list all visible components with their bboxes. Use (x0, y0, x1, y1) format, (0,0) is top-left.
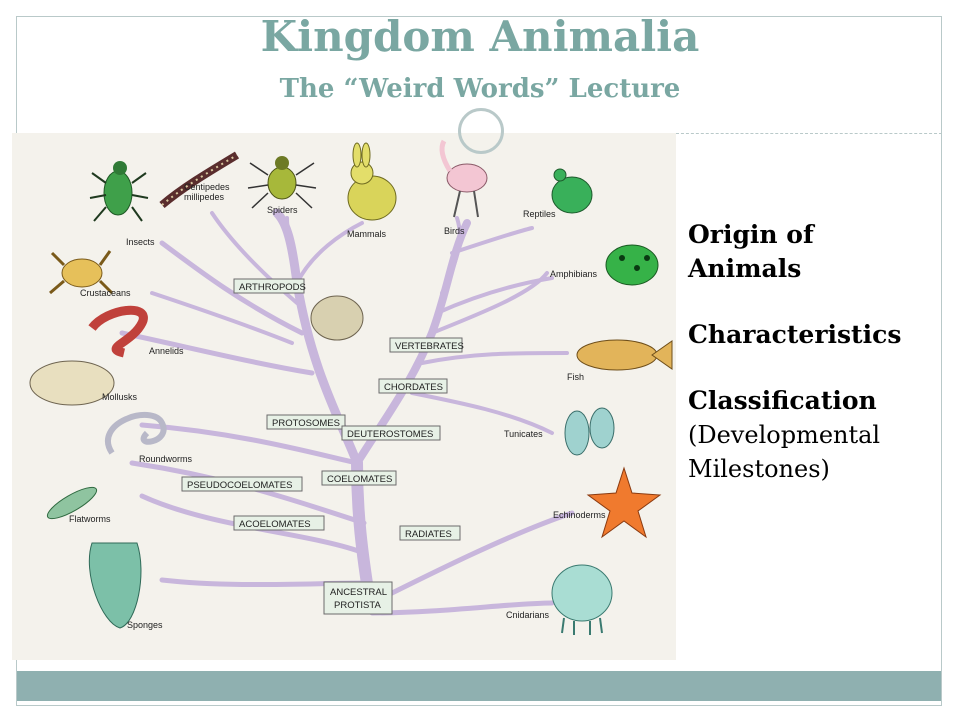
node-acoelomates-label: ACOELOMATES (239, 519, 311, 530)
title-divider (676, 133, 942, 134)
label-cnidarians: Cnidarians (506, 610, 550, 620)
node-vertebrates: VERTEBRATES (389, 337, 464, 353)
label-echinoderms: Echinoderms (553, 510, 606, 520)
starfish-illustration (586, 466, 662, 539)
label-mollusks: Mollusks (102, 392, 138, 402)
label-fish: Fish (567, 372, 584, 382)
centipede-illustration (159, 151, 240, 209)
node-protosomes-label: PROTOSOMES (272, 418, 340, 429)
label-roundworms: Roundworms (139, 454, 193, 464)
node-ancestral-protista: ANCESTRAL PROTISTA (323, 581, 393, 615)
label-birds: Birds (444, 226, 465, 236)
annelid-illustration (88, 305, 148, 358)
crab-illustration (49, 250, 114, 295)
topic-classification-sub2: Milestones) (688, 455, 830, 483)
label-annelids: Annelids (149, 346, 184, 356)
spider-illustration (247, 156, 317, 209)
mollusk-illustration (29, 360, 115, 406)
label-insects: Insects (126, 237, 155, 247)
node-coelomates-label: COELOMATES (327, 474, 392, 485)
topic-characteristics: Characteristics (688, 320, 902, 349)
label-crustaceans: Crustaceans (80, 288, 131, 298)
insect-illustration (89, 161, 149, 222)
slide-subtitle: The “Weird Words” Lecture (279, 74, 681, 104)
side-topics: Origin of Animals Characteristics Classi… (688, 218, 948, 486)
bird-illustration (439, 139, 488, 218)
roundworm-illustration (105, 412, 167, 455)
slide-title: Kingdom Animalia (260, 12, 700, 61)
node-chordates-label: CHORDATES (384, 382, 443, 393)
phylogenetic-tree-diagram: ARTHROPODS VERTEBRATES CHORDATES PROTOSO… (12, 133, 676, 660)
sponge-illustration (88, 542, 142, 629)
label-spiders: Spiders (267, 205, 298, 215)
tunicate-illustration (564, 407, 615, 456)
tree-branches (119, 208, 575, 616)
label-reptiles: Reptiles (523, 209, 556, 219)
label-tunicates: Tunicates (504, 429, 543, 439)
node-vertebrates-label: VERTEBRATES (395, 341, 464, 352)
reptile-illustration (551, 168, 593, 214)
label-sponges: Sponges (127, 620, 163, 630)
node-root-line1: ANCESTRAL (330, 587, 387, 598)
clam-illustration (310, 295, 364, 341)
node-radiates-label: RADIATES (405, 529, 452, 540)
node-protosomes: PROTOSOMES (266, 414, 346, 430)
topic-classification: Classification (688, 386, 877, 415)
decorative-ring (458, 108, 504, 154)
node-radiates: RADIATES (399, 525, 461, 541)
topic-origin-line1: Origin of (688, 220, 814, 249)
node-pseudocoelomates: PSEUDOCOELOMATES (181, 476, 303, 492)
node-deuterostomes: DEUTEROSTOMES (341, 425, 441, 441)
topic-origin-line2: Animals (688, 254, 802, 283)
node-arthropods: ARTHROPODS (233, 278, 306, 294)
jellyfish-illustration (551, 564, 613, 635)
footer-bar (17, 671, 941, 701)
label-centipedes-2: millipedes (184, 192, 225, 202)
node-root-line2: PROTISTA (334, 600, 381, 611)
label-mammals: Mammals (347, 229, 387, 239)
node-acoelomates: ACOELOMATES (233, 515, 325, 531)
mammal-illustration (347, 142, 397, 221)
node-pseudocoelomates-label: PSEUDOCOELOMATES (187, 480, 292, 491)
fish-illustration (576, 339, 673, 371)
node-chordates: CHORDATES (378, 378, 448, 394)
node-coelomates: COELOMATES (321, 470, 397, 486)
flatworm-illustration (46, 486, 98, 520)
node-deuterostomes-label: DEUTEROSTOMES (347, 429, 433, 440)
tree-svg: ARTHROPODS VERTEBRATES CHORDATES PROTOSO… (29, 139, 673, 635)
label-centipedes-1: Centipedes (184, 182, 230, 192)
topic-classification-sub1: (Developmental (688, 421, 881, 449)
amphibian-illustration (605, 244, 659, 286)
node-arthropods-label: ARTHROPODS (239, 282, 306, 293)
label-flatworms: Flatworms (69, 514, 111, 524)
label-amphibians: Amphibians (550, 269, 598, 279)
